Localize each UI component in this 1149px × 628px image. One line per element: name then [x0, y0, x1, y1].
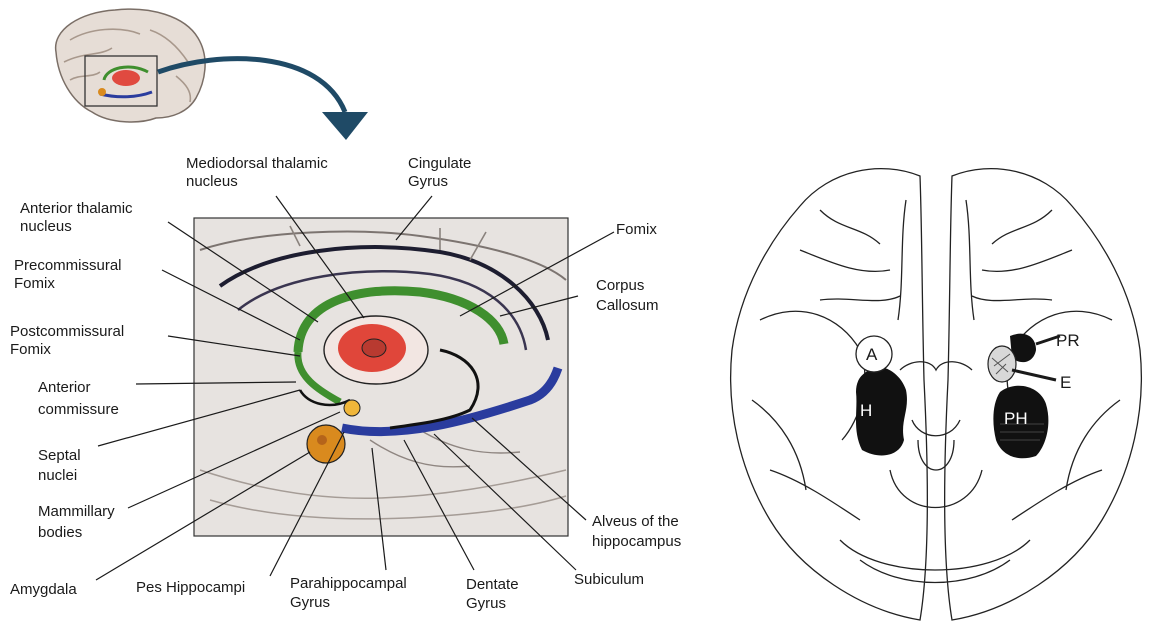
label-alveus-of-the-hippocampus: Alveus of the hippocampus: [592, 513, 683, 550]
label-corpus-callosum: Corpus Callosum: [596, 277, 659, 314]
label-pes-hippocampi: Pes Hippocampi: [136, 579, 245, 596]
label-anterior-commissure: Anterior commissure: [38, 379, 119, 418]
label-cingulate-gyrus: Cingulate Gyrus: [408, 155, 476, 190]
label-PH: PH: [1004, 409, 1028, 428]
label-postcommissural-fornix: Postcommissural Fomix: [10, 323, 128, 358]
label-fornix: Fomix: [616, 221, 657, 238]
label-A: A: [866, 345, 878, 364]
label-precommissural-fornix: Precommissural Fomix: [14, 257, 126, 292]
label-subiculum: Subiculum: [574, 571, 644, 588]
label-mediodorsal-thalamic-nucleus: Mediodorsal thalamic nucleus: [186, 155, 332, 190]
ventral-brain-view: A H PR E PH: [731, 169, 1142, 620]
label-anterior-thalamic-nucleus: Anterior thalamic nucleus: [20, 200, 137, 235]
label-amygdala: Amygdala: [10, 581, 77, 598]
label-E: E: [1060, 373, 1071, 392]
label-H: H: [860, 401, 872, 420]
label-PR: PR: [1056, 331, 1080, 350]
label-parahippocampal-gyrus: Parahippocampal Gyrus: [290, 575, 411, 611]
label-mammillary-bodies: Mammillary bodies: [38, 503, 119, 541]
label-dentate-gyrus: Dentate Gyrus: [466, 576, 523, 612]
label-septal-nuclei: Septal nuclei: [38, 447, 85, 484]
